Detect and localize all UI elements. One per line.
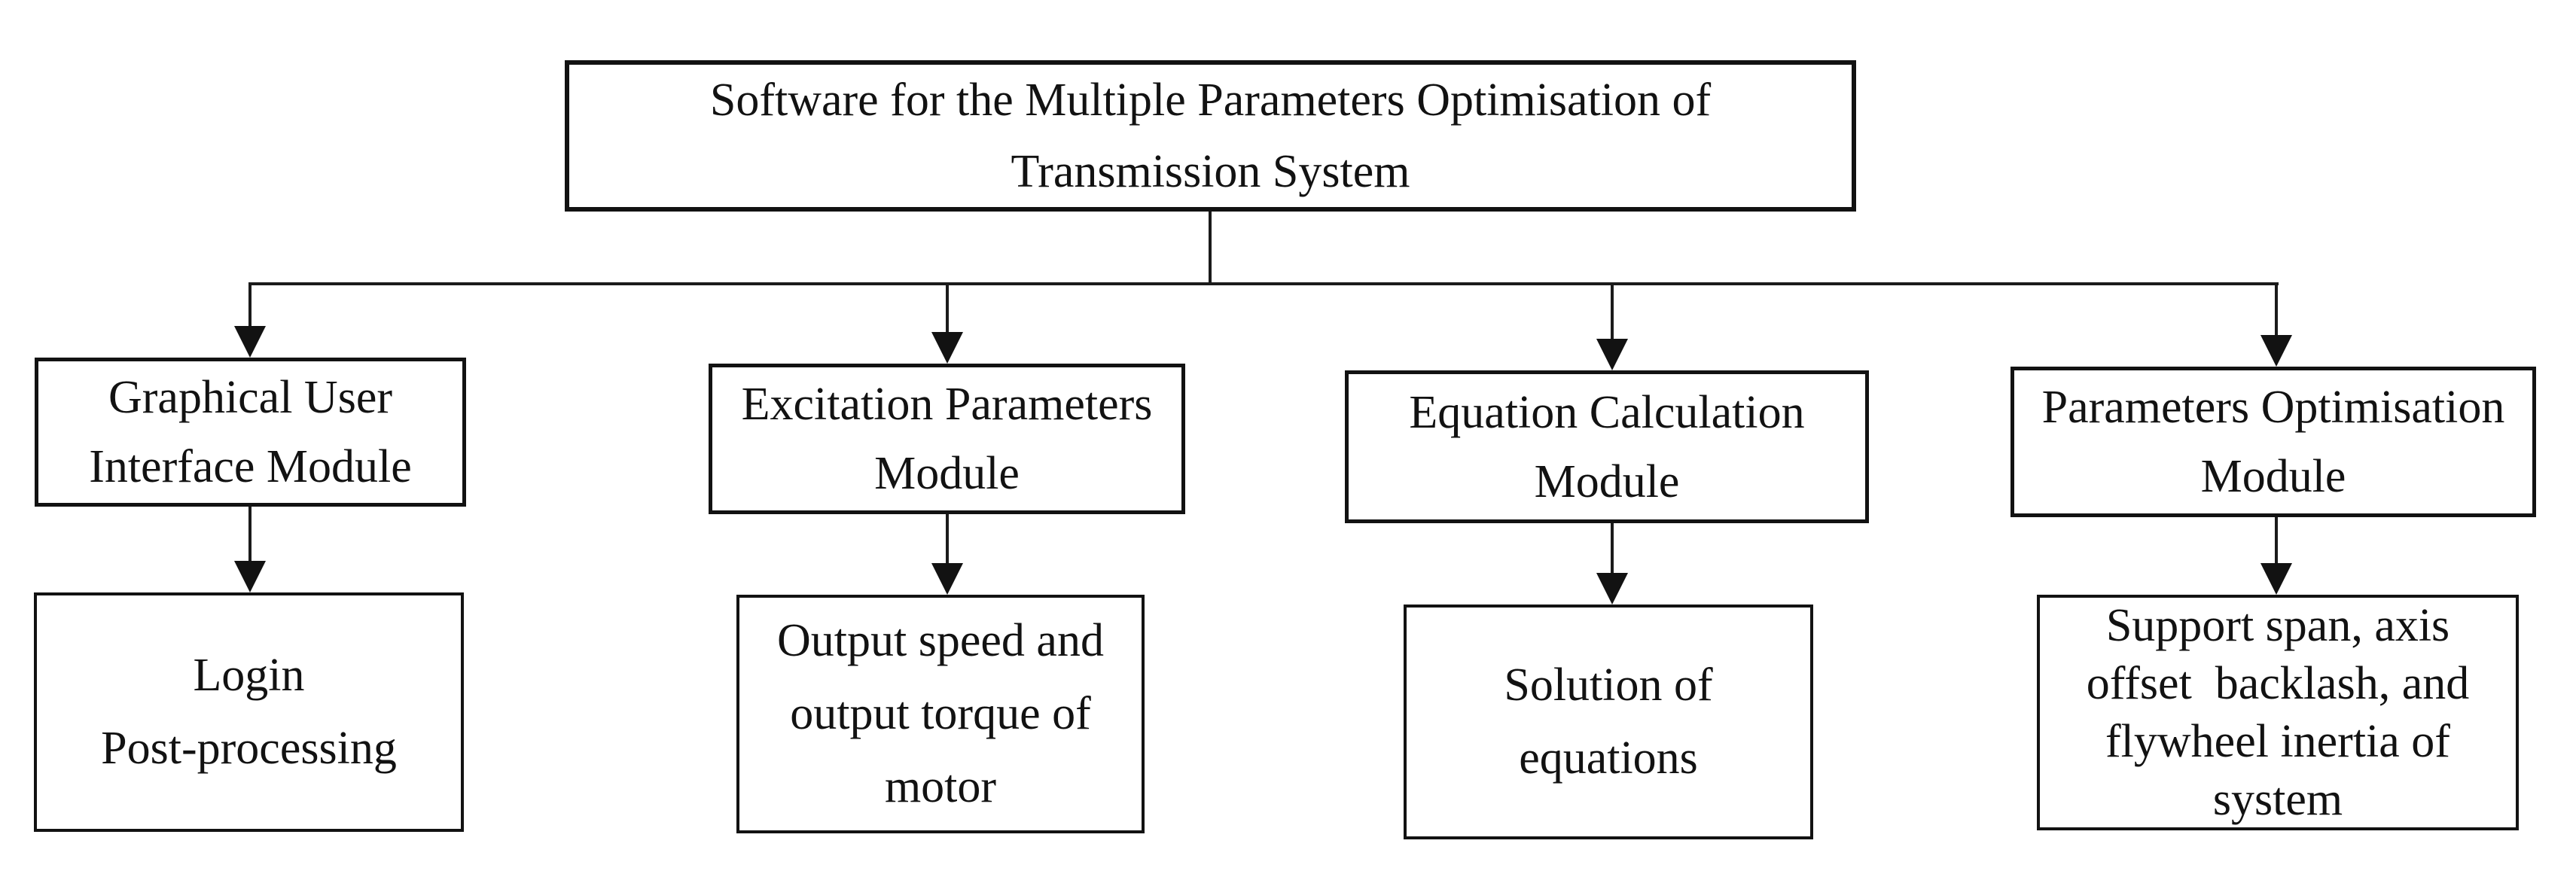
- sub-box-line: Solution of: [1504, 659, 1713, 711]
- connector-rail-line: [248, 282, 2279, 285]
- sub-box-support-span-backlash-inertia: Support span, axis offset backlash, and …: [2037, 595, 2519, 830]
- module-box-excitation-parameters: Excitation Parameters Module: [709, 364, 1185, 514]
- sub-box-line: system: [2212, 773, 2343, 825]
- arrowhead-down-icon: [234, 561, 266, 592]
- sub-box-line: motor: [884, 761, 997, 812]
- sub-box-line: output torque of: [790, 688, 1091, 739]
- connector-rail-to-module-4: [2275, 284, 2278, 338]
- sub-box-solution-of-equations: Solution of equations: [1404, 605, 1813, 839]
- module-box-line: Module: [874, 448, 1020, 499]
- module-box-graphical-user-interface: Graphical User Interface Module: [35, 358, 466, 507]
- module-box-line: Parameters Optimisation: [2041, 382, 2505, 433]
- arrowhead-down-icon: [1596, 573, 1628, 605]
- module-box-line: Graphical User: [108, 372, 392, 423]
- module-box-equation-calculation: Equation Calculation Module: [1345, 370, 1869, 523]
- module-box-line: Module: [2200, 451, 2346, 502]
- connector-trunk-line: [1209, 212, 1212, 284]
- sub-box-line: Login: [193, 650, 305, 701]
- connector-module-4-to-sub-4: [2275, 517, 2278, 566]
- arrowhead-down-icon: [2260, 563, 2292, 595]
- root-box-line-1: Software for the Multiple Parameters Opt…: [709, 74, 1712, 126]
- arrowhead-down-icon: [234, 326, 266, 358]
- connector-module-1-to-sub-1: [248, 507, 252, 564]
- module-box-line: Excitation Parameters: [741, 379, 1153, 430]
- module-box-line: Equation Calculation: [1409, 386, 1805, 438]
- root-box-line-2: Transmission System: [1011, 145, 1410, 197]
- connector-rail-to-module-3: [1611, 284, 1614, 342]
- connector-rail-to-module-2: [946, 284, 949, 335]
- sub-box-output-speed-torque: Output speed and output torque of motor: [736, 595, 1145, 833]
- sub-box-line: equations: [1519, 732, 1698, 784]
- connector-rail-to-module-1: [248, 284, 252, 329]
- module-box-line: Module: [1534, 455, 1680, 507]
- sub-box-line: Post-processing: [101, 723, 397, 774]
- module-box-line: Interface Module: [89, 441, 412, 492]
- sub-box-line: Support span, axis: [2105, 599, 2450, 651]
- connector-module-3-to-sub-3: [1611, 523, 1614, 576]
- sub-box-line: flywheel inertia of: [2105, 715, 2450, 767]
- arrowhead-down-icon: [931, 332, 963, 364]
- arrowhead-down-icon: [931, 563, 963, 595]
- module-box-parameters-optimisation: Parameters Optimisation Module: [2010, 367, 2536, 517]
- connector-module-2-to-sub-2: [946, 514, 949, 566]
- root-box-software-title: Software for the Multiple Parameters Opt…: [565, 60, 1856, 212]
- arrowhead-down-icon: [1596, 339, 1628, 370]
- sub-box-login-post-processing: Login Post-processing: [34, 592, 464, 832]
- arrowhead-down-icon: [2260, 335, 2292, 367]
- sub-box-line: Output speed and: [777, 615, 1104, 666]
- sub-box-line: offset backlash, and: [2086, 657, 2470, 709]
